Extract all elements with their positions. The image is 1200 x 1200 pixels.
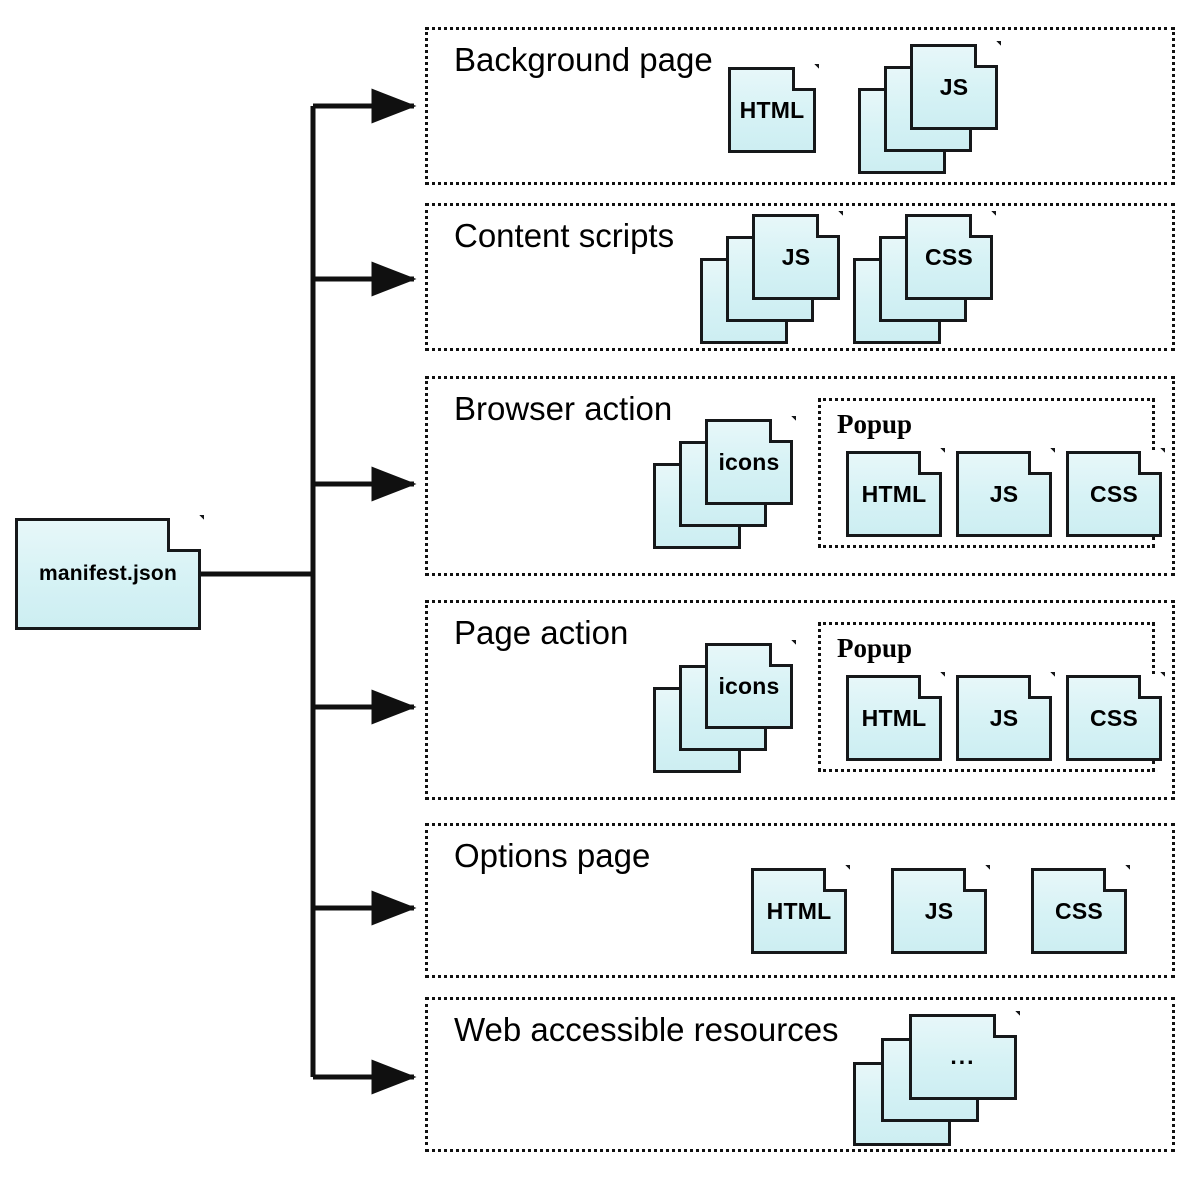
file-label: CSS <box>1090 704 1138 731</box>
file-label: icons <box>718 672 780 699</box>
section-web-accessible-resources[interactable]: Web accessible resources ... <box>425 997 1175 1152</box>
file-html[interactable]: HTML <box>728 64 819 153</box>
document-fold-icon <box>823 865 850 892</box>
section-title-content-scripts: Content scripts <box>454 217 675 254</box>
section-title-page-action: Page action <box>454 614 629 651</box>
file-label: JS <box>781 243 811 270</box>
document-fold-icon <box>792 64 819 91</box>
section-page-action[interactable]: Page action icons Popup HTML JS CSS <box>425 600 1175 800</box>
section-options-page[interactable]: Options page HTML JS CSS <box>425 823 1175 978</box>
section-title-background-page: Background page <box>454 41 713 78</box>
file-stack-js[interactable]: JS <box>700 211 843 344</box>
file-css[interactable]: CSS <box>1066 448 1165 537</box>
file-css[interactable]: CSS <box>1031 865 1130 954</box>
file-label: JS <box>939 73 969 100</box>
document-fold-icon <box>769 416 796 443</box>
popup-group-page-action[interactable]: Popup HTML JS CSS <box>818 622 1165 772</box>
section-content-scripts[interactable]: Content scripts JS CSS <box>425 203 1175 351</box>
file-label: icons <box>718 448 780 475</box>
file-stack-js[interactable]: JS <box>858 41 1001 174</box>
section-title-web-accessible-resources: Web accessible resources <box>454 1011 839 1048</box>
document-fold-icon <box>1028 672 1055 699</box>
document-fold-icon <box>1103 865 1130 892</box>
file-label: JS <box>989 704 1019 731</box>
popup-title: Popup <box>837 633 913 663</box>
manifest-json-node[interactable]: manifest.json <box>15 515 204 630</box>
popup-title: Popup <box>837 409 913 439</box>
document-fold-icon <box>1138 448 1165 475</box>
document-fold-icon <box>918 448 945 475</box>
file-label: HTML <box>766 897 832 924</box>
file-js[interactable]: JS <box>956 448 1055 537</box>
file-stack-resources[interactable]: ... <box>853 1011 1020 1146</box>
file-js[interactable]: JS <box>910 41 1001 130</box>
file-js[interactable]: JS <box>891 865 990 954</box>
section-title-options-page: Options page <box>454 837 651 874</box>
document-fold-icon <box>993 1011 1020 1038</box>
document-fold-icon <box>769 640 796 667</box>
section-browser-action[interactable]: Browser action icons Popup HTML JS CSS <box>425 376 1175 576</box>
document-fold-icon <box>969 211 996 238</box>
popup-group-browser-action[interactable]: Popup HTML JS CSS <box>818 398 1165 548</box>
file-label: CSS <box>925 243 973 270</box>
file-stack-icons[interactable]: icons <box>653 416 796 549</box>
document-fold-icon <box>1028 448 1055 475</box>
file-icons[interactable]: icons <box>705 640 796 729</box>
file-label: CSS <box>1055 897 1103 924</box>
file-label: JS <box>924 897 954 924</box>
document-fold-icon <box>816 211 843 238</box>
file-label: HTML <box>739 96 805 123</box>
file-html[interactable]: HTML <box>751 865 850 954</box>
document-fold-icon <box>918 672 945 699</box>
file-html[interactable]: HTML <box>846 672 945 761</box>
file-label: CSS <box>1090 480 1138 507</box>
section-background-page[interactable]: Background page HTML JS <box>425 27 1175 185</box>
document-fold-icon <box>963 865 990 892</box>
file-label: ... <box>950 1043 976 1070</box>
file-icons[interactable]: icons <box>705 416 796 505</box>
file-html[interactable]: HTML <box>846 448 945 537</box>
section-title-browser-action: Browser action <box>454 390 673 427</box>
document-fold-icon <box>974 41 1001 68</box>
file-resource-ellipsis[interactable]: ... <box>909 1011 1020 1100</box>
file-css[interactable]: CSS <box>905 211 996 300</box>
document-fold-icon <box>167 515 204 552</box>
file-label: HTML <box>861 480 927 507</box>
file-stack-icons[interactable]: icons <box>653 640 796 773</box>
manifest-json-label: manifest.json <box>39 562 177 585</box>
file-stack-css[interactable]: CSS <box>853 211 996 344</box>
file-label: JS <box>989 480 1019 507</box>
document-fold-icon <box>1138 672 1165 699</box>
file-js[interactable]: JS <box>752 211 843 300</box>
file-js[interactable]: JS <box>956 672 1055 761</box>
file-label: HTML <box>861 704 927 731</box>
file-css[interactable]: CSS <box>1066 672 1165 761</box>
